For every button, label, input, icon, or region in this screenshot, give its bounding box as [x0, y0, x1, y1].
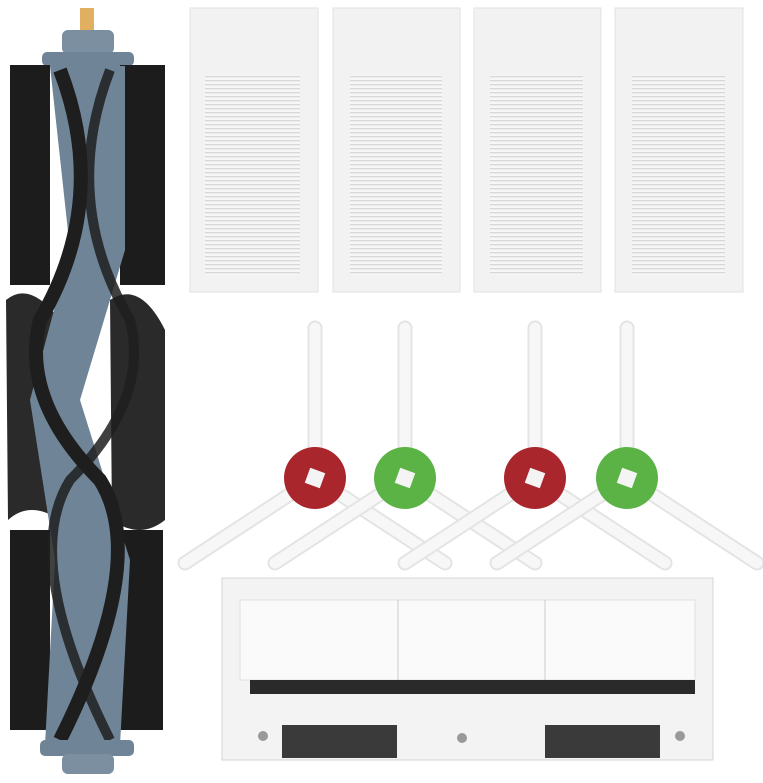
- main-roller-brush: [6, 8, 165, 774]
- screw: [457, 733, 467, 743]
- hepa-filter: [614, 7, 744, 293]
- roller-bristles: [110, 294, 165, 530]
- side-brush: [489, 320, 763, 571]
- side-brush-socket: [616, 467, 638, 489]
- side-brush-socket: [524, 467, 546, 489]
- side-brushes: [177, 320, 763, 571]
- side-brush-socket: [304, 467, 326, 489]
- roller-flap: [120, 65, 165, 285]
- side-brush-socket: [394, 467, 416, 489]
- screw: [675, 731, 685, 741]
- cover-latch: [282, 725, 397, 758]
- roller-brush-cover: [221, 577, 714, 761]
- roller-pin: [80, 8, 94, 32]
- roller-end-cap-top: [62, 30, 114, 54]
- roller-flap: [10, 530, 50, 730]
- hepa-filter: [473, 7, 602, 293]
- side-brush: [397, 320, 673, 571]
- cover-latch: [545, 725, 660, 758]
- roller-end-cap-bottom: [40, 740, 134, 756]
- hepa-filter: [189, 7, 319, 293]
- cover-seal-strip: [250, 680, 695, 694]
- roller-flap: [10, 65, 50, 285]
- hepa-filter: [332, 7, 461, 293]
- screw: [258, 731, 268, 741]
